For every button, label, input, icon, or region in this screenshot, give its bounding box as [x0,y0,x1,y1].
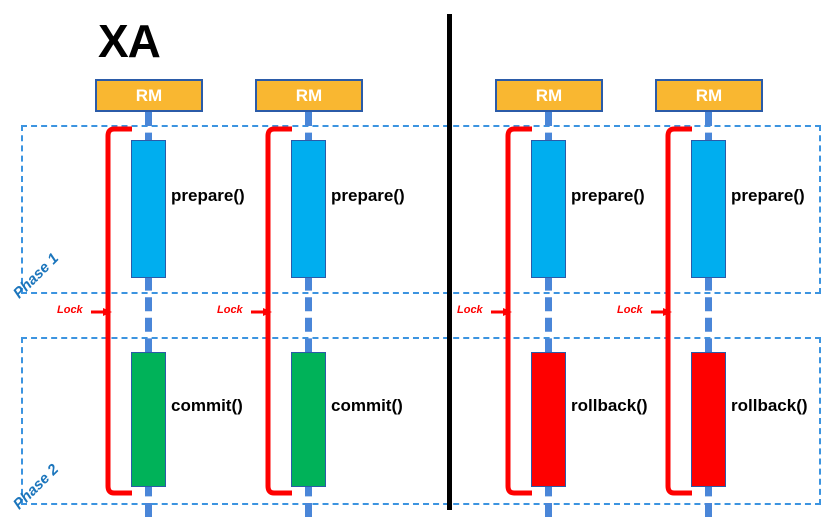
rm-label: RM [295,85,323,105]
lock-label-2: Lock [217,304,243,316]
op-label-prepare-2: prepare() [331,186,405,205]
rm-box-3[interactable]: RM [495,79,603,112]
op-label-prepare-4: prepare() [731,186,805,205]
activation-bar-prepare-2[interactable] [291,140,326,278]
lock-label-4: Lock [617,304,643,316]
op-label-prepare-1: prepare() [171,186,245,205]
rm-box-4[interactable]: RM [655,79,763,112]
op-label-rollback-3: rollback() [571,396,648,415]
op-label-commit-2: commit() [331,396,403,415]
rm-box-2[interactable]: RM [255,79,363,112]
rm-label: RM [135,85,163,105]
phase-2-label: Phase 2 [9,460,63,513]
op-label-prepare-3: prepare() [571,186,645,205]
lifeline-2 [305,112,312,517]
rm-box-1[interactable]: RM [95,79,203,112]
lock-arrow-1 [91,308,112,316]
activation-bar-prepare-4[interactable] [691,140,726,278]
activation-bar-commit-1[interactable] [131,352,166,487]
lock-arrow-2 [251,308,272,316]
lifeline-1 [145,112,152,517]
activation-bar-prepare-3[interactable] [531,140,566,278]
activation-bar-rollback-4[interactable] [691,352,726,487]
phase-1-label: Phase 1 [9,249,63,302]
lifeline-4 [705,112,712,517]
lock-label-1: Lock [57,304,83,316]
lock-arrow-4 [651,308,672,316]
op-label-rollback-4: rollback() [731,396,808,415]
page-title: XA [98,15,161,67]
activation-bar-prepare-1[interactable] [131,140,166,278]
lock-label-3: Lock [457,304,483,316]
rm-label: RM [535,85,563,105]
lock-arrow-3 [491,308,512,316]
op-label-commit-1: commit() [171,396,243,415]
lifeline-3 [545,112,552,517]
activation-bar-rollback-3[interactable] [531,352,566,487]
panel-divider [447,14,452,510]
rm-label: RM [695,85,723,105]
activation-bar-commit-2[interactable] [291,352,326,487]
